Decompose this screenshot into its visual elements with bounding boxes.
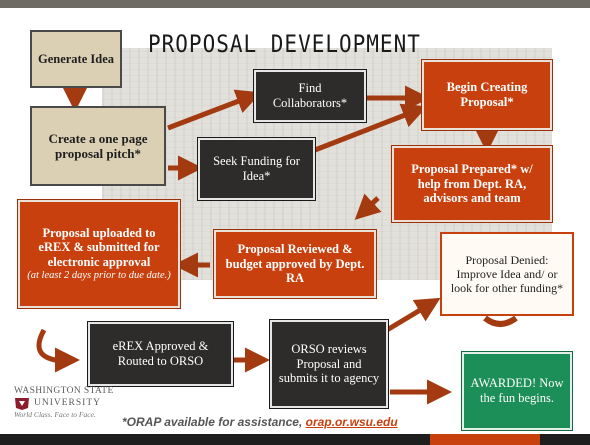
node-label: Seek Funding for Idea* [213,154,300,183]
node-label: Find Collaborators* [272,81,348,110]
node-orso-reviews: ORSO reviews Proposal and submits it to … [270,320,388,408]
node-generate-idea: Generate Idea [30,30,122,88]
logo-tagline: World Class. Face to Face. [14,410,96,419]
node-note: (at least 2 days prior to due date.) [27,269,171,281]
node-proposal-denied: Proposal Denied: Improve Idea and/ or lo… [440,232,574,316]
wsu-logo: WASHINGTON STATE UNIVERSITY World Class.… [14,386,114,419]
node-erex-approved: eREX Approved & Routed to ORSO [88,322,233,386]
arrow-pitch-to-collaborators [167,89,262,131]
node-begin-creating: Begin Creating Proposal* [422,60,552,130]
node-seek-funding: Seek Funding for Idea* [198,138,315,200]
node-label: Proposal Prepared* w/ help from Dept. RA… [411,161,533,206]
node-label: Proposal uploaded to eREX & submitted fo… [38,225,160,270]
node-proposal-uploaded: Proposal uploaded to eREX & submitted fo… [18,200,180,308]
arrow-uploaded-to-erex [36,328,80,373]
node-label: ORSO reviews Proposal and submits it to … [278,341,380,386]
top-strip [0,0,590,8]
node-label: Generate Idea [37,51,115,66]
node-label: Begin Creating Proposal* [446,80,528,109]
orap-link[interactable]: orap.or.wsu.edu [305,415,398,429]
seal-decoration [483,315,518,327]
logo-line2: UNIVERSITY [34,398,101,408]
logo-line1: WASHINGTON STATE [14,386,114,396]
footer-note: *ORAP available for assistance, orap.or.… [122,415,398,429]
arrow-prepared-to-reviewed [354,193,382,220]
page-title: PROPOSAL DEVELOPMENT [148,30,421,58]
node-proposal-prepared: Proposal Prepared* w/ help from Dept. RA… [392,146,552,222]
footer-note-text: *ORAP available for assistance, [122,415,306,429]
footer-accent [430,434,540,445]
node-proposal-reviewed: Proposal Reviewed & budget approved by D… [214,230,376,298]
node-label: Create a one page proposal pitch* [48,130,148,161]
node-label: AWARDED! Now the fun begins. [470,376,564,405]
cougar-icon [15,398,29,410]
node-find-collaborators: Find Collaborators* [254,70,366,122]
node-create-pitch: Create a one page proposal pitch* [30,106,166,186]
node-label: Proposal Denied: Improve Idea and/ or lo… [450,252,564,296]
node-label: Proposal Reviewed & budget approved by D… [225,241,365,286]
footer-bar [0,434,590,445]
logo-row: UNIVERSITY [14,396,114,410]
node-label: eREX Approved & Routed to ORSO [112,339,209,368]
arrow-funding-to-begin [314,103,428,153]
arrow-orso-to-denied [385,297,441,333]
node-awarded: AWARDED! Now the fun begins. [462,352,572,430]
